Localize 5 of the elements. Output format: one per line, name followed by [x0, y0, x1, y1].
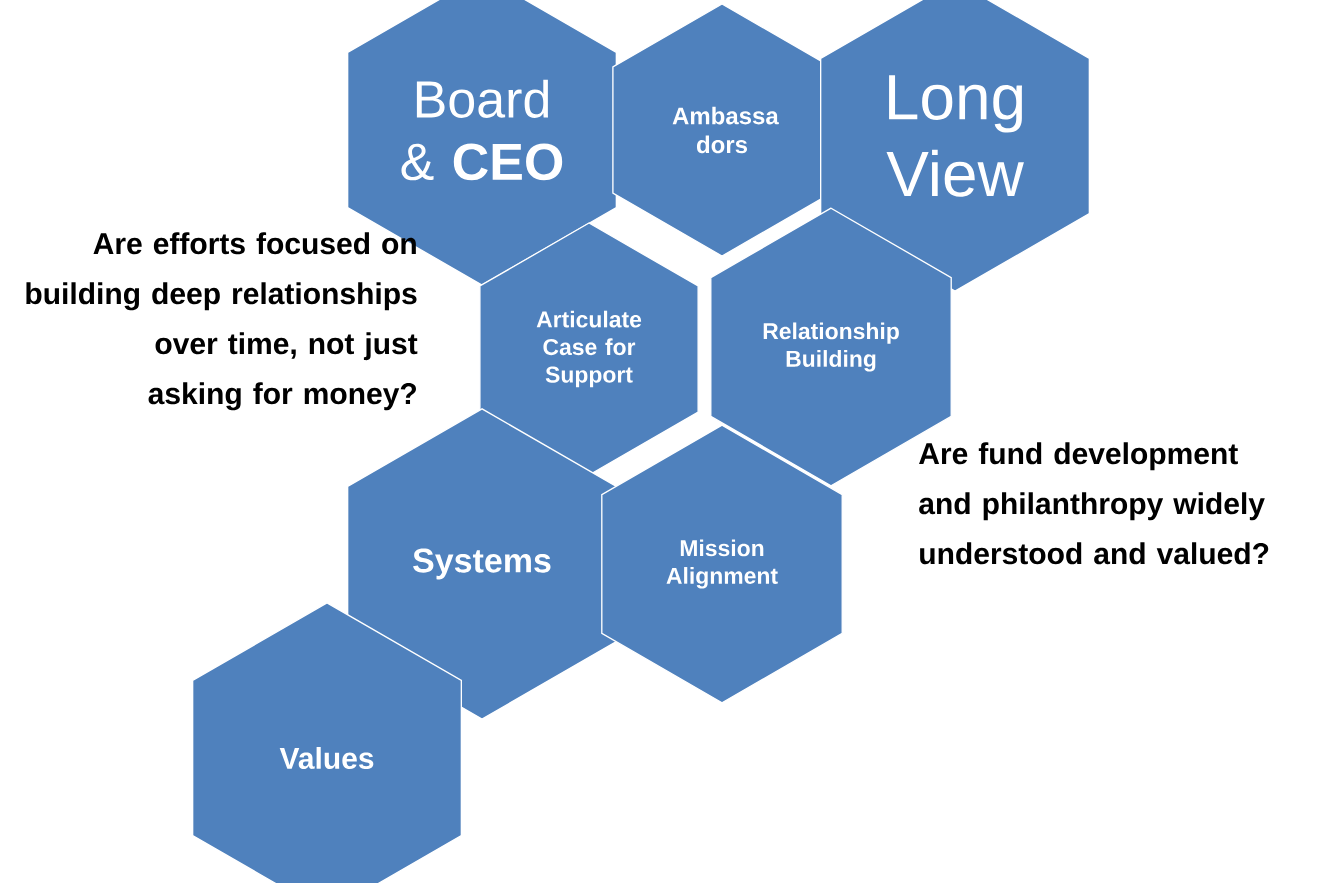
hexagon: Ambassa dors	[612, 3, 832, 257]
hexagon: Values	[192, 602, 462, 883]
hexagon: Mission Alignment	[601, 424, 843, 704]
hexagon: Long View	[820, 0, 1091, 292]
hexagon: Articulate Case for Support	[479, 222, 699, 476]
